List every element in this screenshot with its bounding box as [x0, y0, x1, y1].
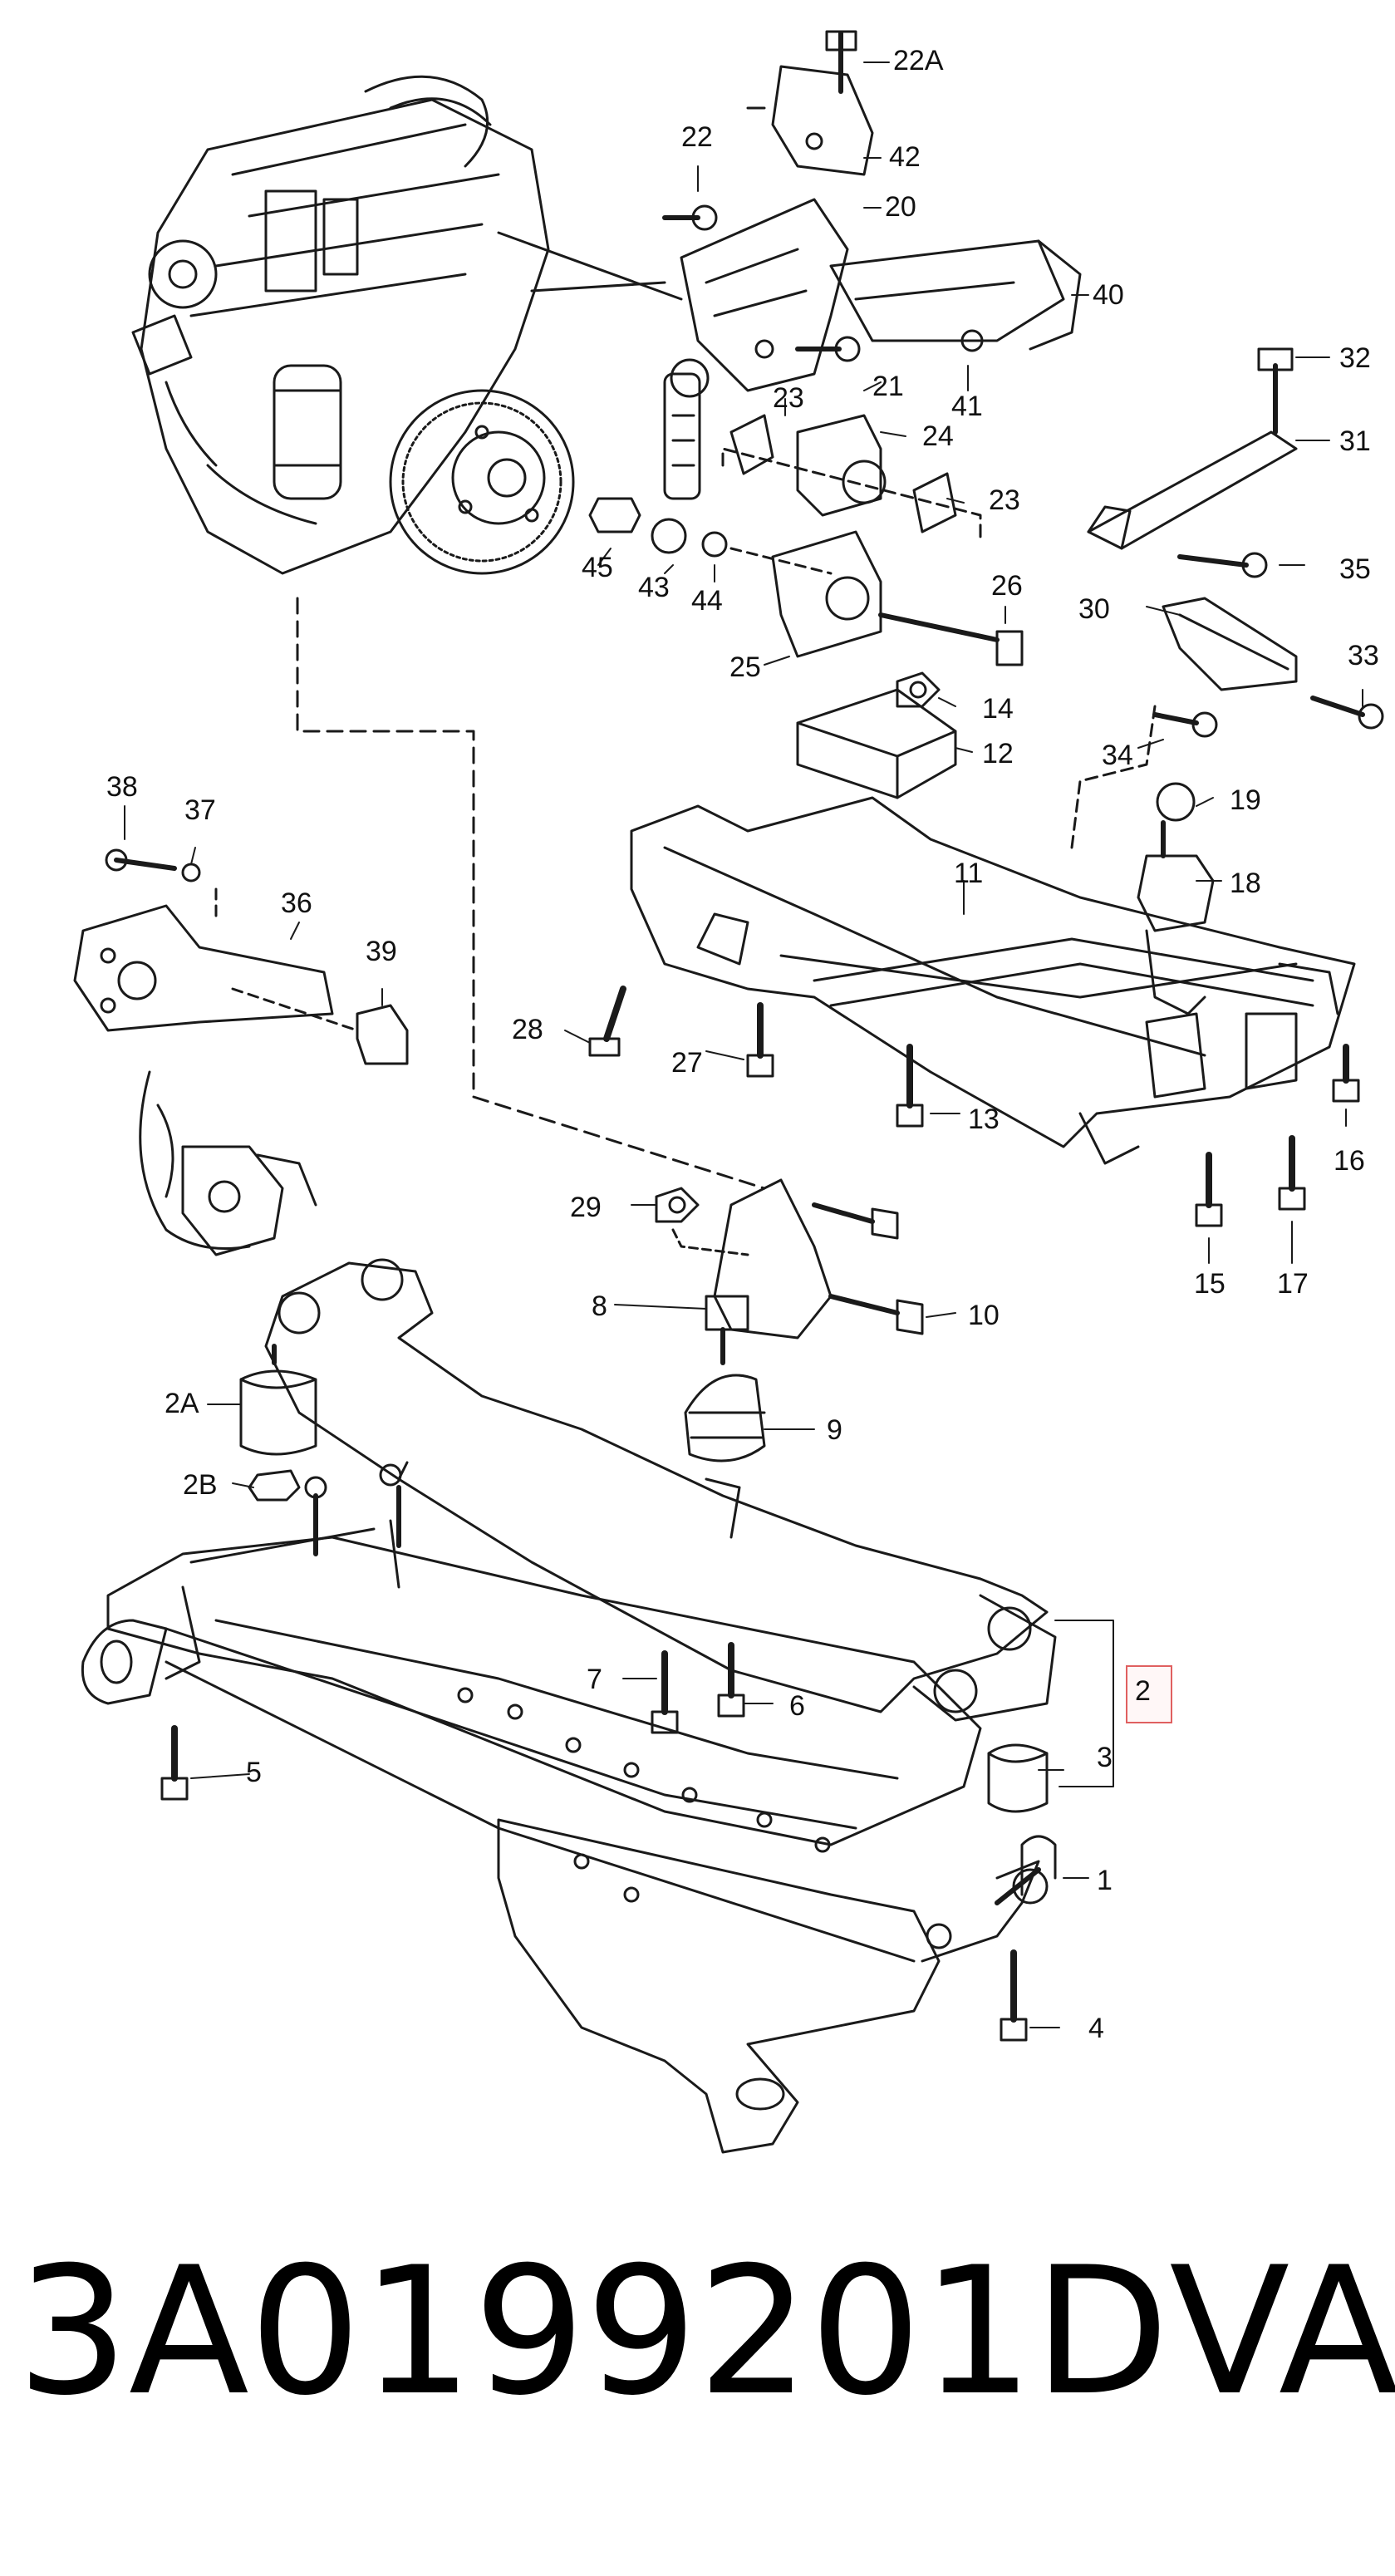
callout-38: 38	[106, 771, 138, 803]
bolts-lower-right	[896, 1044, 1360, 1227]
gearbox-bracket	[662, 30, 1082, 392]
callout-1: 1	[1097, 1865, 1113, 1896]
callout-36: 36	[281, 887, 312, 919]
callout-16: 16	[1334, 1145, 1365, 1177]
callout-18: 18	[1230, 868, 1261, 899]
callout-35: 35	[1339, 553, 1371, 585]
callout-28: 28	[512, 1014, 543, 1045]
lower-mount	[655, 1178, 924, 1539]
callout-19: 19	[1230, 784, 1261, 816]
callout-41: 41	[951, 391, 983, 422]
right-bracket	[1070, 347, 1384, 849]
callout-4: 4	[1088, 2013, 1104, 2044]
highlight-box-2	[1126, 1665, 1172, 1723]
part-number: 3A0199201D	[17, 2229, 1170, 2434]
left-bracket	[73, 848, 409, 1065]
callout-12: 12	[982, 738, 1014, 769]
callout-27: 27	[671, 1047, 703, 1079]
callout-39: 39	[366, 936, 397, 967]
gearbox-mount	[721, 414, 1024, 666]
fasteners-lower	[160, 1642, 1049, 2042]
callout-30: 30	[1078, 593, 1110, 625]
callout-17: 17	[1277, 1268, 1309, 1300]
caption: 3A0199201D VAG	[17, 2229, 1395, 2434]
callout-22: 22	[681, 121, 713, 153]
transmission-partial	[139, 1070, 317, 1256]
callout-21: 21	[872, 371, 904, 402]
torque-arm	[588, 358, 833, 575]
callout-23-left: 23	[773, 382, 804, 414]
callout-2b: 2B	[183, 1469, 218, 1501]
callout-31: 31	[1339, 425, 1371, 457]
callout-44: 44	[691, 585, 723, 617]
leader-lines	[124, 61, 1363, 2028]
callout-24: 24	[922, 420, 954, 452]
callout-37: 37	[184, 794, 216, 826]
callout-40: 40	[1093, 279, 1124, 311]
mount-18	[1137, 782, 1215, 1015]
callout-23-right: 23	[989, 484, 1020, 516]
engine-illustration	[131, 75, 683, 575]
subframe-lower	[81, 1258, 1057, 2154]
callout-5: 5	[246, 1757, 262, 1788]
callout-43: 43	[638, 572, 670, 603]
callout-22a: 22A	[893, 45, 944, 76]
callout-29: 29	[570, 1192, 602, 1223]
callout-13: 13	[968, 1104, 1000, 1135]
subframe-upper	[630, 796, 1356, 1165]
mount-pad	[796, 671, 957, 799]
callout-11: 11	[954, 858, 984, 889]
brand: VAG	[1169, 2229, 1395, 2434]
callout-33: 33	[1348, 640, 1379, 671]
callout-15: 15	[1194, 1268, 1226, 1300]
callout-32: 32	[1339, 342, 1371, 374]
bolts-27-28	[588, 986, 774, 1078]
callout-26: 26	[991, 570, 1023, 602]
callout-9: 9	[827, 1414, 842, 1446]
callout-25: 25	[729, 651, 761, 683]
callout-2a: 2A	[165, 1388, 199, 1419]
callout-20: 20	[885, 191, 916, 223]
callout-8: 8	[592, 1290, 607, 1322]
callout-2: 2	[1135, 1675, 1151, 1707]
callout-3: 3	[1097, 1742, 1113, 1773]
callout-34: 34	[1102, 740, 1133, 771]
callout-14: 14	[982, 693, 1014, 725]
callout-10: 10	[968, 1300, 1000, 1331]
callout-6: 6	[789, 1690, 805, 1722]
callout-42: 42	[889, 141, 921, 173]
connector-engine-lower	[296, 597, 766, 1190]
callout-45: 45	[582, 552, 613, 583]
callout-7: 7	[587, 1664, 602, 1695]
